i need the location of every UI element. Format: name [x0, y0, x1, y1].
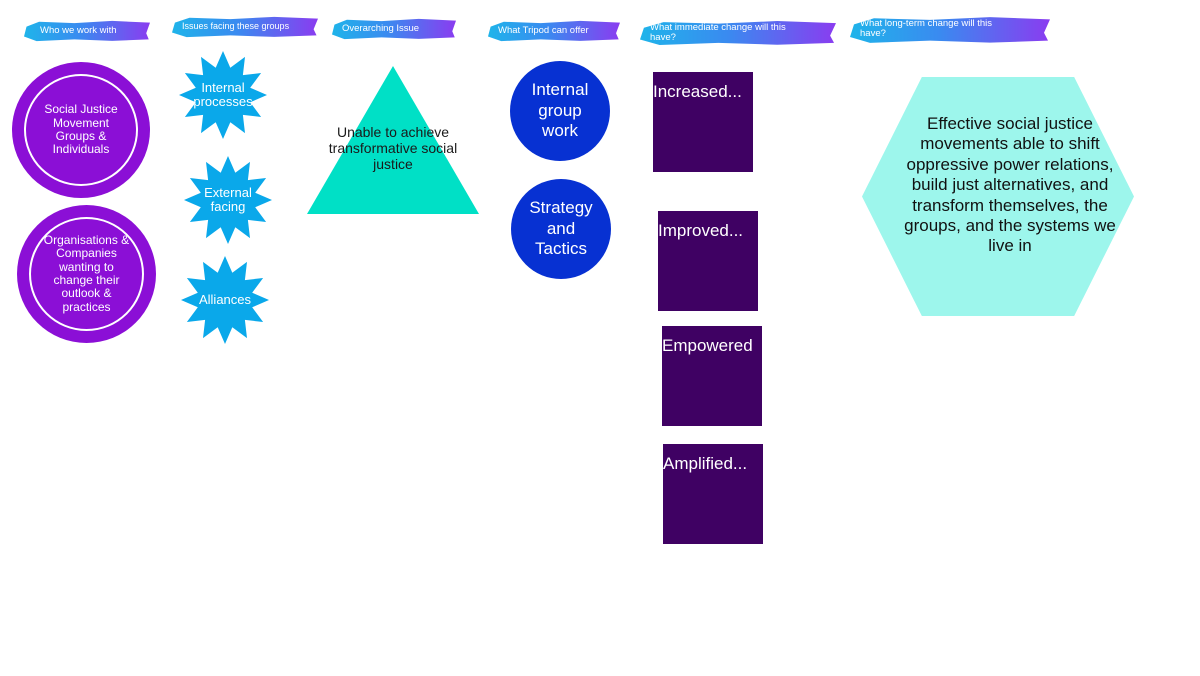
- overarching-issue-label: Unable to achieve transformative social …: [328, 124, 458, 173]
- issue-burst-alliances: Alliances: [181, 256, 269, 344]
- issue-label: Internal processes: [193, 79, 253, 109]
- issue-label: Alliances: [198, 291, 252, 307]
- header-label: What long-term change will this have?: [860, 18, 992, 39]
- header-issues: Issues facing these groups: [172, 16, 318, 38]
- header-label: What immediate change will this have?: [650, 22, 786, 43]
- long-term-change-label: Effective social justice movements able …: [904, 114, 1116, 256]
- issue-burst-external-facing: External facing: [184, 156, 272, 244]
- group-circle-ring: [24, 74, 138, 186]
- header-tripod-offer: What Tripod can offer: [488, 20, 620, 42]
- issue-label: External facing: [204, 184, 252, 214]
- offer-label: Strategy and Tactics: [529, 198, 593, 259]
- offer-circle-strategy-tactics: Strategy and Tactics: [511, 179, 611, 279]
- header-long-term-change: What long-term change will this have?: [850, 17, 1050, 43]
- offer-circle-internal-group-work: Internal group work: [510, 61, 610, 161]
- change-label: Improved...: [658, 221, 744, 240]
- group-label: Social Justice Movement Groups & Individ…: [44, 102, 118, 157]
- change-square-empowered: Empowered: [662, 326, 762, 426]
- header-label: Issues facing these groups: [182, 21, 290, 32]
- group-label: Organisations & Companies wanting to cha…: [43, 232, 130, 314]
- long-term-change-hexagon: [862, 77, 1134, 316]
- header-label: What Tripod can offer: [498, 25, 589, 37]
- group-circle-social-justice: Social Justice Movement Groups & Individ…: [12, 62, 150, 198]
- header-label: Overarching Issue: [342, 23, 420, 35]
- change-square-improved: Improved...: [658, 211, 758, 311]
- change-label: Amplified...: [663, 454, 748, 473]
- change-label: Increased...: [653, 82, 742, 101]
- issue-burst-internal-processes: Internal processes: [179, 51, 267, 139]
- group-circle-ring: [29, 217, 144, 331]
- change-label: Empowered: [662, 336, 753, 355]
- header-immediate-change: What immediate change will this have?: [640, 21, 836, 45]
- header-who-we-work-with: Who we work with: [24, 20, 150, 42]
- header-label: Who we work with: [40, 25, 117, 37]
- group-circle-organisations: Organisations & Companies wanting to cha…: [17, 205, 156, 343]
- change-square-amplified: Amplified...: [663, 444, 763, 544]
- header-overarching-issue: Overarching Issue: [332, 18, 456, 40]
- change-square-increased: Increased...: [653, 72, 753, 172]
- offer-label: Internal group work: [531, 80, 589, 141]
